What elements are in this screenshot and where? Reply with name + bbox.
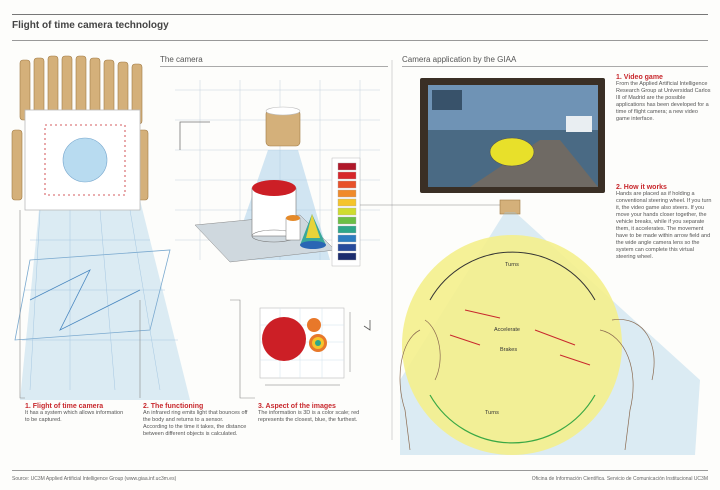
title-rule [12,14,708,15]
depth-arrow [363,320,371,331]
accelerate-arrows [464,309,576,346]
caption-1: 1. Flight of time camera It has a system… [25,403,125,424]
app-note-2-title: 2. How it works [616,184,667,191]
caption-connectors [19,210,255,399]
footer-rule [12,470,708,471]
beam-grid [22,209,178,391]
caption-3-text: The information is 3D is a color scale; … [258,410,360,423]
camera-cap-top [265,106,301,116]
turn-arrow-top [429,251,596,301]
caption-1-text: It has a system which allows information… [25,410,124,423]
game-hud-left [432,90,462,110]
wheel-label-turns-top: Turns [505,262,519,268]
wheel-label-brake: Brakes [500,347,517,353]
small-cylinder [285,217,301,241]
beam-wave [29,269,141,331]
section-title-application: Camera application by the GIAA [402,55,517,64]
app-note-1-text: From the Applied Artificial Intelligence… [616,81,711,122]
caption-2-text: An infrared ring emits light that bounce… [143,410,248,437]
app-note-2: 2. How it works Hands are placed as if h… [616,184,712,261]
caption-2-title: 2. The functioning [143,403,204,410]
infrared-beam [20,200,190,400]
section-title-camera: The camera [160,55,203,64]
game-hud-right [566,116,592,132]
app-note-1-title: 1. Video game [616,74,663,81]
virtual-steering-wheel [402,235,622,455]
cone-highlight [306,214,320,238]
app-note-2-text: Hands are placed as if holding a convent… [616,191,712,260]
page-title: Flight of time camera technology [12,20,169,31]
game-road [470,140,598,187]
scene-camera-icon [265,109,301,147]
app-note-1: 1. Video game From the Applied Artificia… [616,74,712,123]
depth-blob-target-inner [315,340,321,346]
caption-3-title: 3. Aspect of the images [258,403,336,410]
hands-outline [399,319,655,451]
wheel-label-accelerate: Accelerate [494,327,520,333]
tof-camera [11,55,149,211]
camera-fins [11,55,149,201]
footer-credit: Oficina de Información Científica. Servi… [531,476,708,482]
caption-2: 2. The functioning An infrared ring emit… [143,403,248,438]
depth-blob-red [262,317,306,361]
game-camera-device [499,199,521,215]
wheel-label-turns-bottom: Turns [485,410,499,416]
game-car [489,137,535,167]
small-cylinder-top [286,215,300,221]
camera-lens [62,137,108,183]
camera-section-rule [160,66,388,67]
turn-arrow-bottom [429,394,596,444]
caption-3: 3. Aspect of the images The information … [258,403,363,424]
brake-arrows [449,334,591,366]
cone-base [300,241,326,249]
scene-frame-arrow [179,121,210,150]
footer-source: Source: UC3M Applied Artificial Intellig… [12,476,177,482]
depth-blob-orange [307,318,321,332]
cylinder-top-red [252,180,296,196]
header-rule [12,40,708,41]
application-section-rule [402,66,708,67]
depth-color-scale [331,157,361,267]
caption-1-title: 1. Flight of time camera [25,403,104,410]
